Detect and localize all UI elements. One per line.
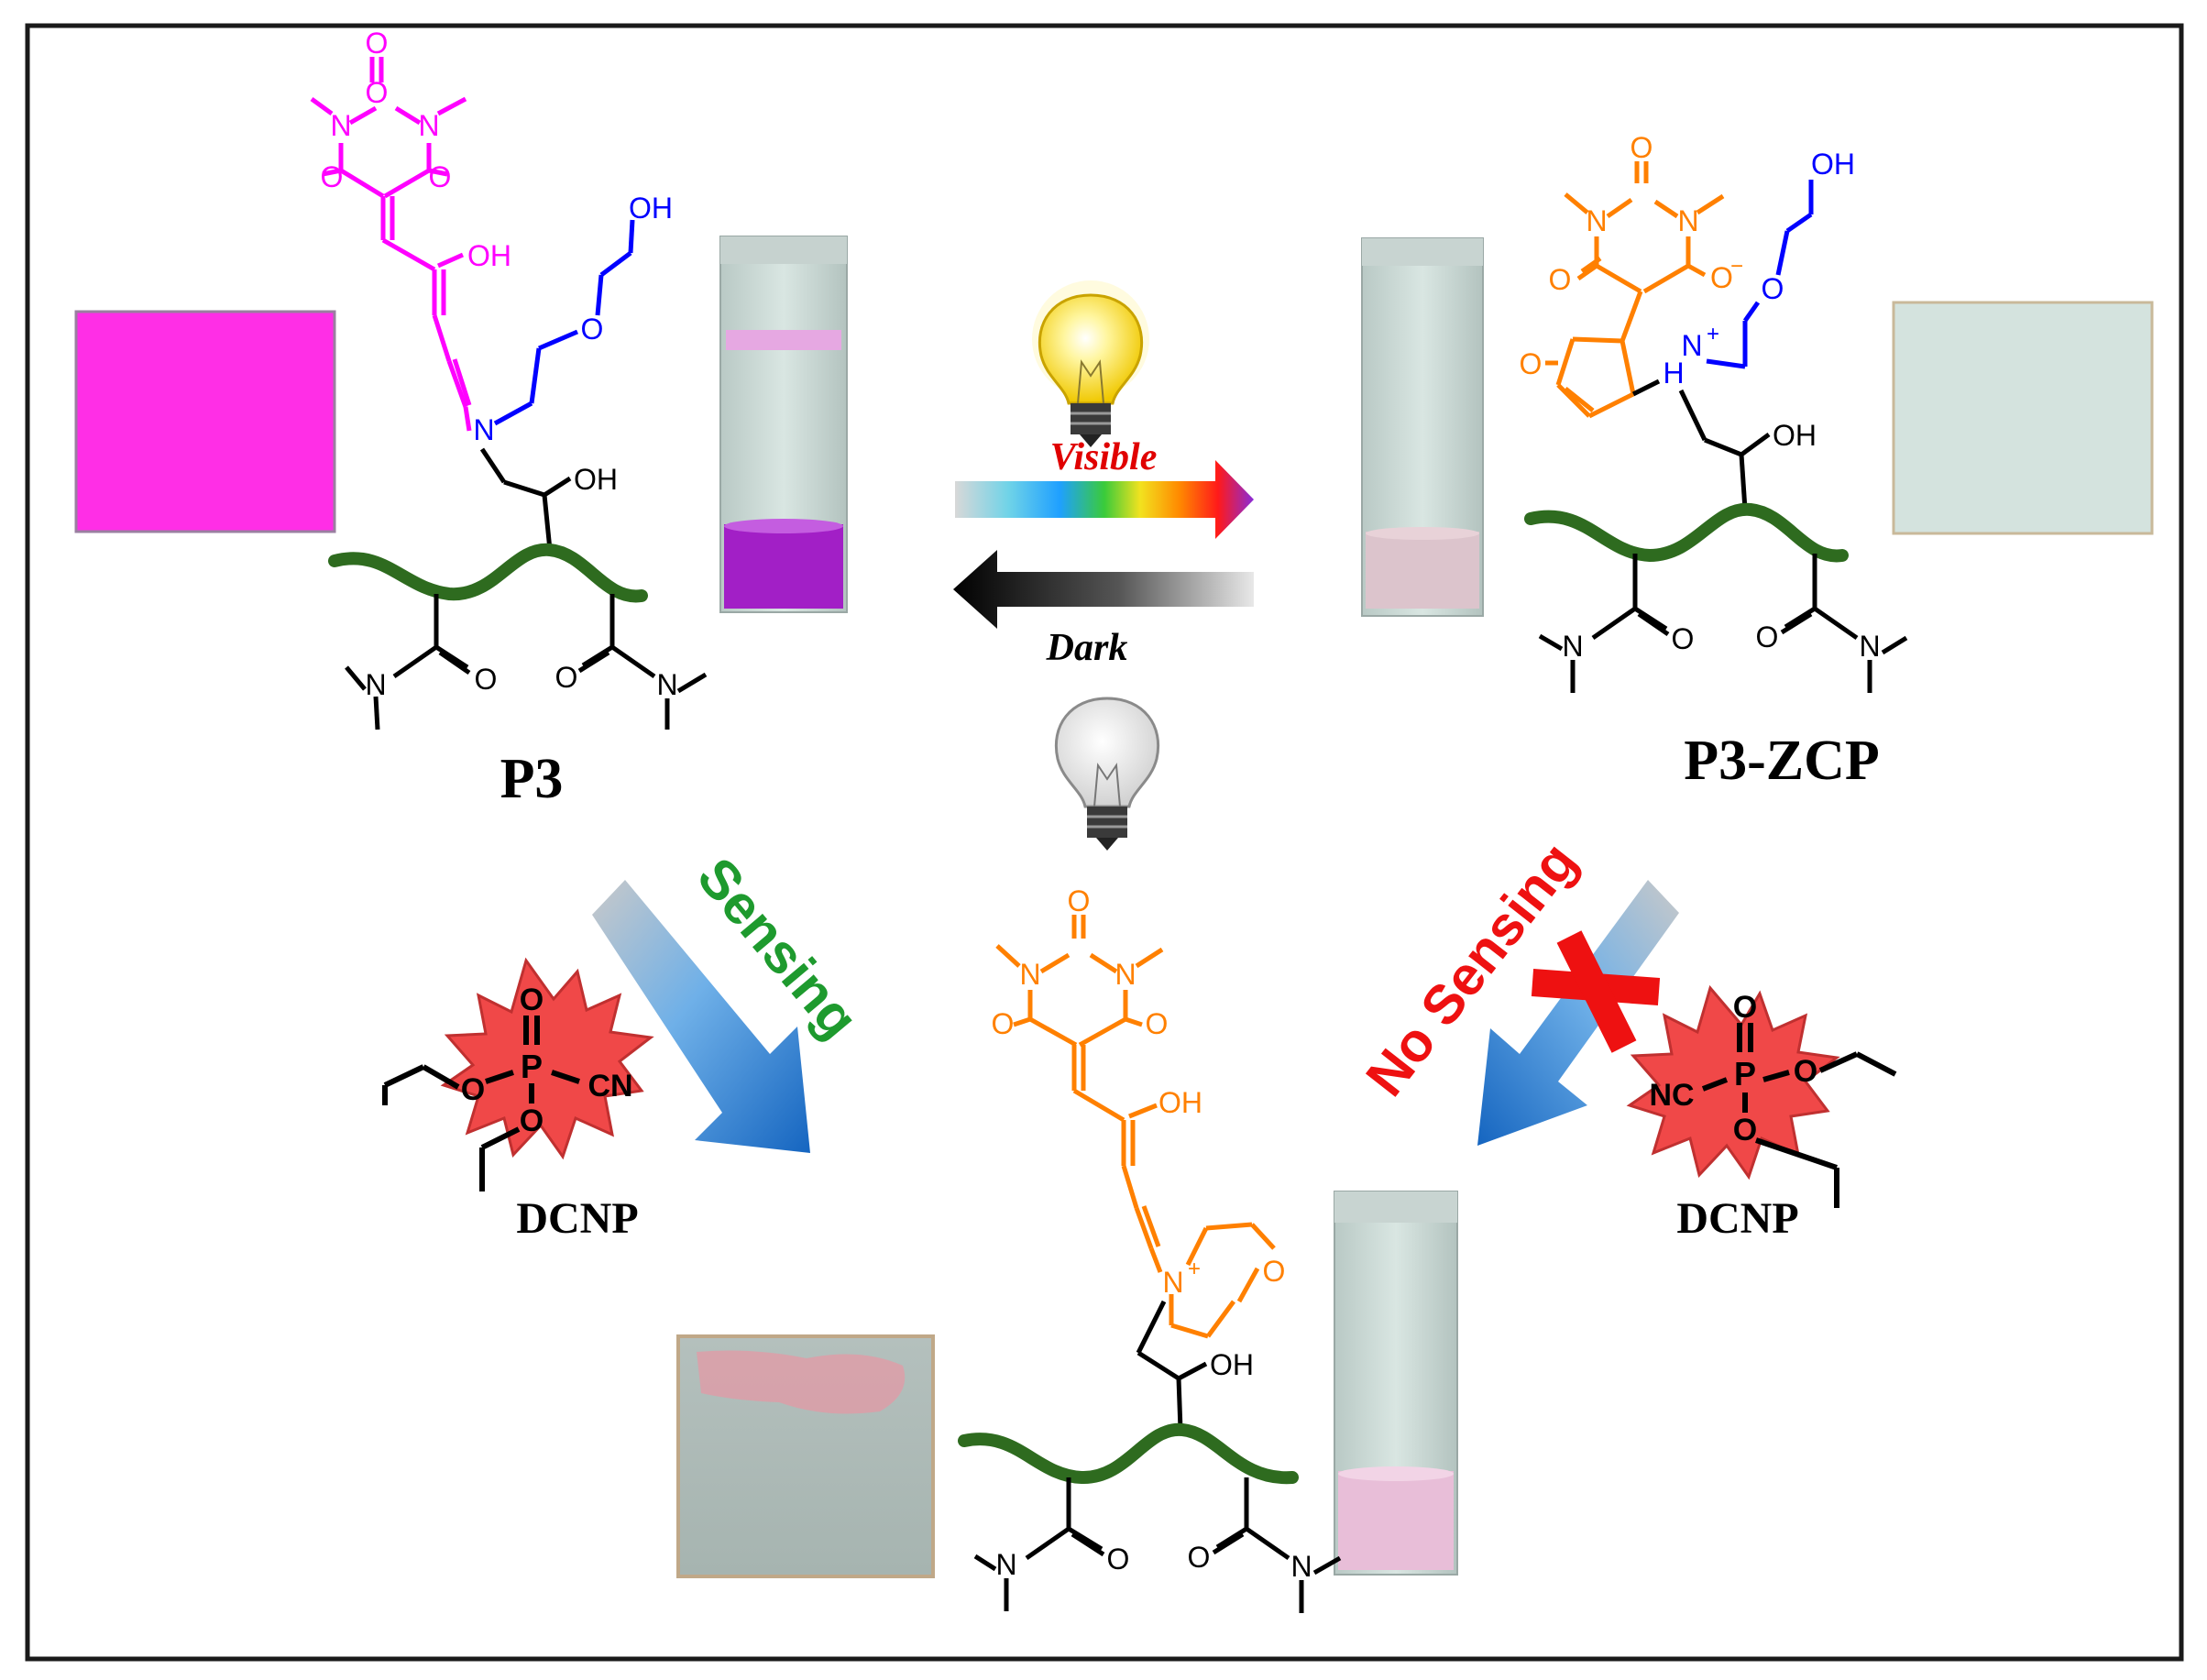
svg-text:OH: OH	[467, 239, 511, 272]
svg-text:N: N	[330, 109, 351, 142]
lightbulb-off-icon	[1055, 697, 1159, 851]
svg-text:N: N	[473, 413, 494, 446]
p3zcp-backbone	[1524, 502, 1849, 563]
svg-text:O: O	[1794, 1054, 1817, 1089]
svg-text:OH: OH	[574, 463, 618, 496]
svg-text:O: O	[1762, 272, 1784, 305]
sensing-arrow	[592, 880, 810, 1153]
svg-text:OH: OH	[1773, 419, 1817, 452]
film-p3-pink	[74, 310, 336, 533]
svg-text:O: O	[461, 1072, 485, 1107]
sensed-structure: O N N O O OH N + O OH	[958, 884, 1342, 1613]
sensed-backbone	[958, 1422, 1299, 1485]
svg-text:O: O	[1188, 1541, 1211, 1574]
svg-text:O: O	[1263, 1255, 1286, 1288]
vial-sensed	[1334, 1191, 1458, 1576]
svg-text:N: N	[1562, 630, 1583, 663]
vial-p3zcp	[1361, 237, 1484, 617]
visible-label: Visible	[1050, 436, 1158, 478]
svg-text:OH: OH	[1210, 1348, 1254, 1381]
p3zcp-label: P3-ZCP	[1684, 730, 1880, 792]
svg-text:H: H	[1663, 357, 1684, 390]
svg-text:O: O	[1549, 263, 1572, 296]
p3-structure: O N O N O O OH N O OH	[310, 27, 708, 730]
p3-label: P3	[500, 748, 564, 810]
p3zcp-structure: O N N O O − O H N + O OH	[1520, 131, 1908, 693]
svg-text:N: N	[1677, 204, 1698, 237]
svg-text:+: +	[1188, 1257, 1201, 1281]
vial-p3	[719, 236, 848, 613]
film-p3zcp-pale	[1892, 301, 2154, 535]
burst-icon	[1626, 984, 1840, 1180]
svg-text:N: N	[995, 1548, 1016, 1581]
svg-text:O: O	[366, 76, 389, 109]
svg-text:O: O	[475, 663, 498, 696]
svg-text:O: O	[555, 661, 578, 694]
svg-text:O: O	[1672, 622, 1695, 655]
svg-text:O: O	[1631, 131, 1653, 164]
svg-text:O: O	[429, 160, 452, 193]
svg-text:N: N	[365, 668, 386, 701]
svg-text:N: N	[1290, 1550, 1312, 1583]
svg-text:O: O	[366, 27, 389, 60]
svg-text:N: N	[418, 109, 439, 142]
dcnp-right-label: DCNP	[1676, 1194, 1798, 1243]
no-sensing-arrow	[1477, 880, 1679, 1146]
svg-text:O: O	[1733, 990, 1757, 1025]
svg-text:+: +	[1707, 322, 1719, 346]
svg-text:P: P	[521, 1048, 543, 1085]
dcnp-left-label: DCNP	[516, 1194, 638, 1243]
svg-text:CN: CN	[587, 1069, 632, 1104]
svg-text:N: N	[1162, 1266, 1183, 1299]
svg-text:O: O	[520, 983, 544, 1017]
svg-text:O: O	[1710, 261, 1733, 294]
red-cross-icon	[1531, 930, 1661, 1053]
svg-text:O: O	[1520, 347, 1543, 380]
svg-text:O: O	[520, 1104, 544, 1138]
svg-text:N: N	[1681, 329, 1702, 362]
svg-text:N: N	[1019, 958, 1040, 991]
svg-text:O: O	[1733, 1113, 1757, 1147]
visible-arrow	[955, 460, 1254, 539]
svg-text:O: O	[992, 1007, 1015, 1040]
dark-arrow	[953, 550, 1254, 629]
p3-backbone	[328, 543, 648, 603]
dcnp-left: O P O CN O	[382, 957, 654, 1191]
svg-text:O: O	[1068, 884, 1091, 917]
svg-text:O: O	[1146, 1007, 1169, 1040]
svg-text:−: −	[1730, 254, 1743, 279]
svg-text:N: N	[1586, 204, 1607, 237]
svg-text:O: O	[321, 160, 344, 193]
svg-text:N: N	[1114, 958, 1136, 991]
svg-text:OH: OH	[1158, 1086, 1202, 1119]
svg-text:OH: OH	[629, 192, 673, 225]
burst-icon	[440, 957, 654, 1160]
svg-text:P: P	[1734, 1055, 1756, 1093]
lightbulb-on-icon	[1032, 280, 1149, 447]
svg-text:N: N	[656, 668, 677, 701]
dark-label: Dark	[1046, 627, 1128, 669]
svg-text:NC: NC	[1649, 1078, 1694, 1113]
svg-text:N: N	[1859, 630, 1880, 663]
dcnp-right: O P NC O O	[1626, 984, 1897, 1208]
svg-text:O: O	[1756, 620, 1779, 653]
film-sensed	[676, 1334, 935, 1578]
svg-text:OH: OH	[1811, 148, 1855, 181]
svg-text:O: O	[581, 313, 604, 346]
svg-text:O: O	[1107, 1543, 1130, 1576]
